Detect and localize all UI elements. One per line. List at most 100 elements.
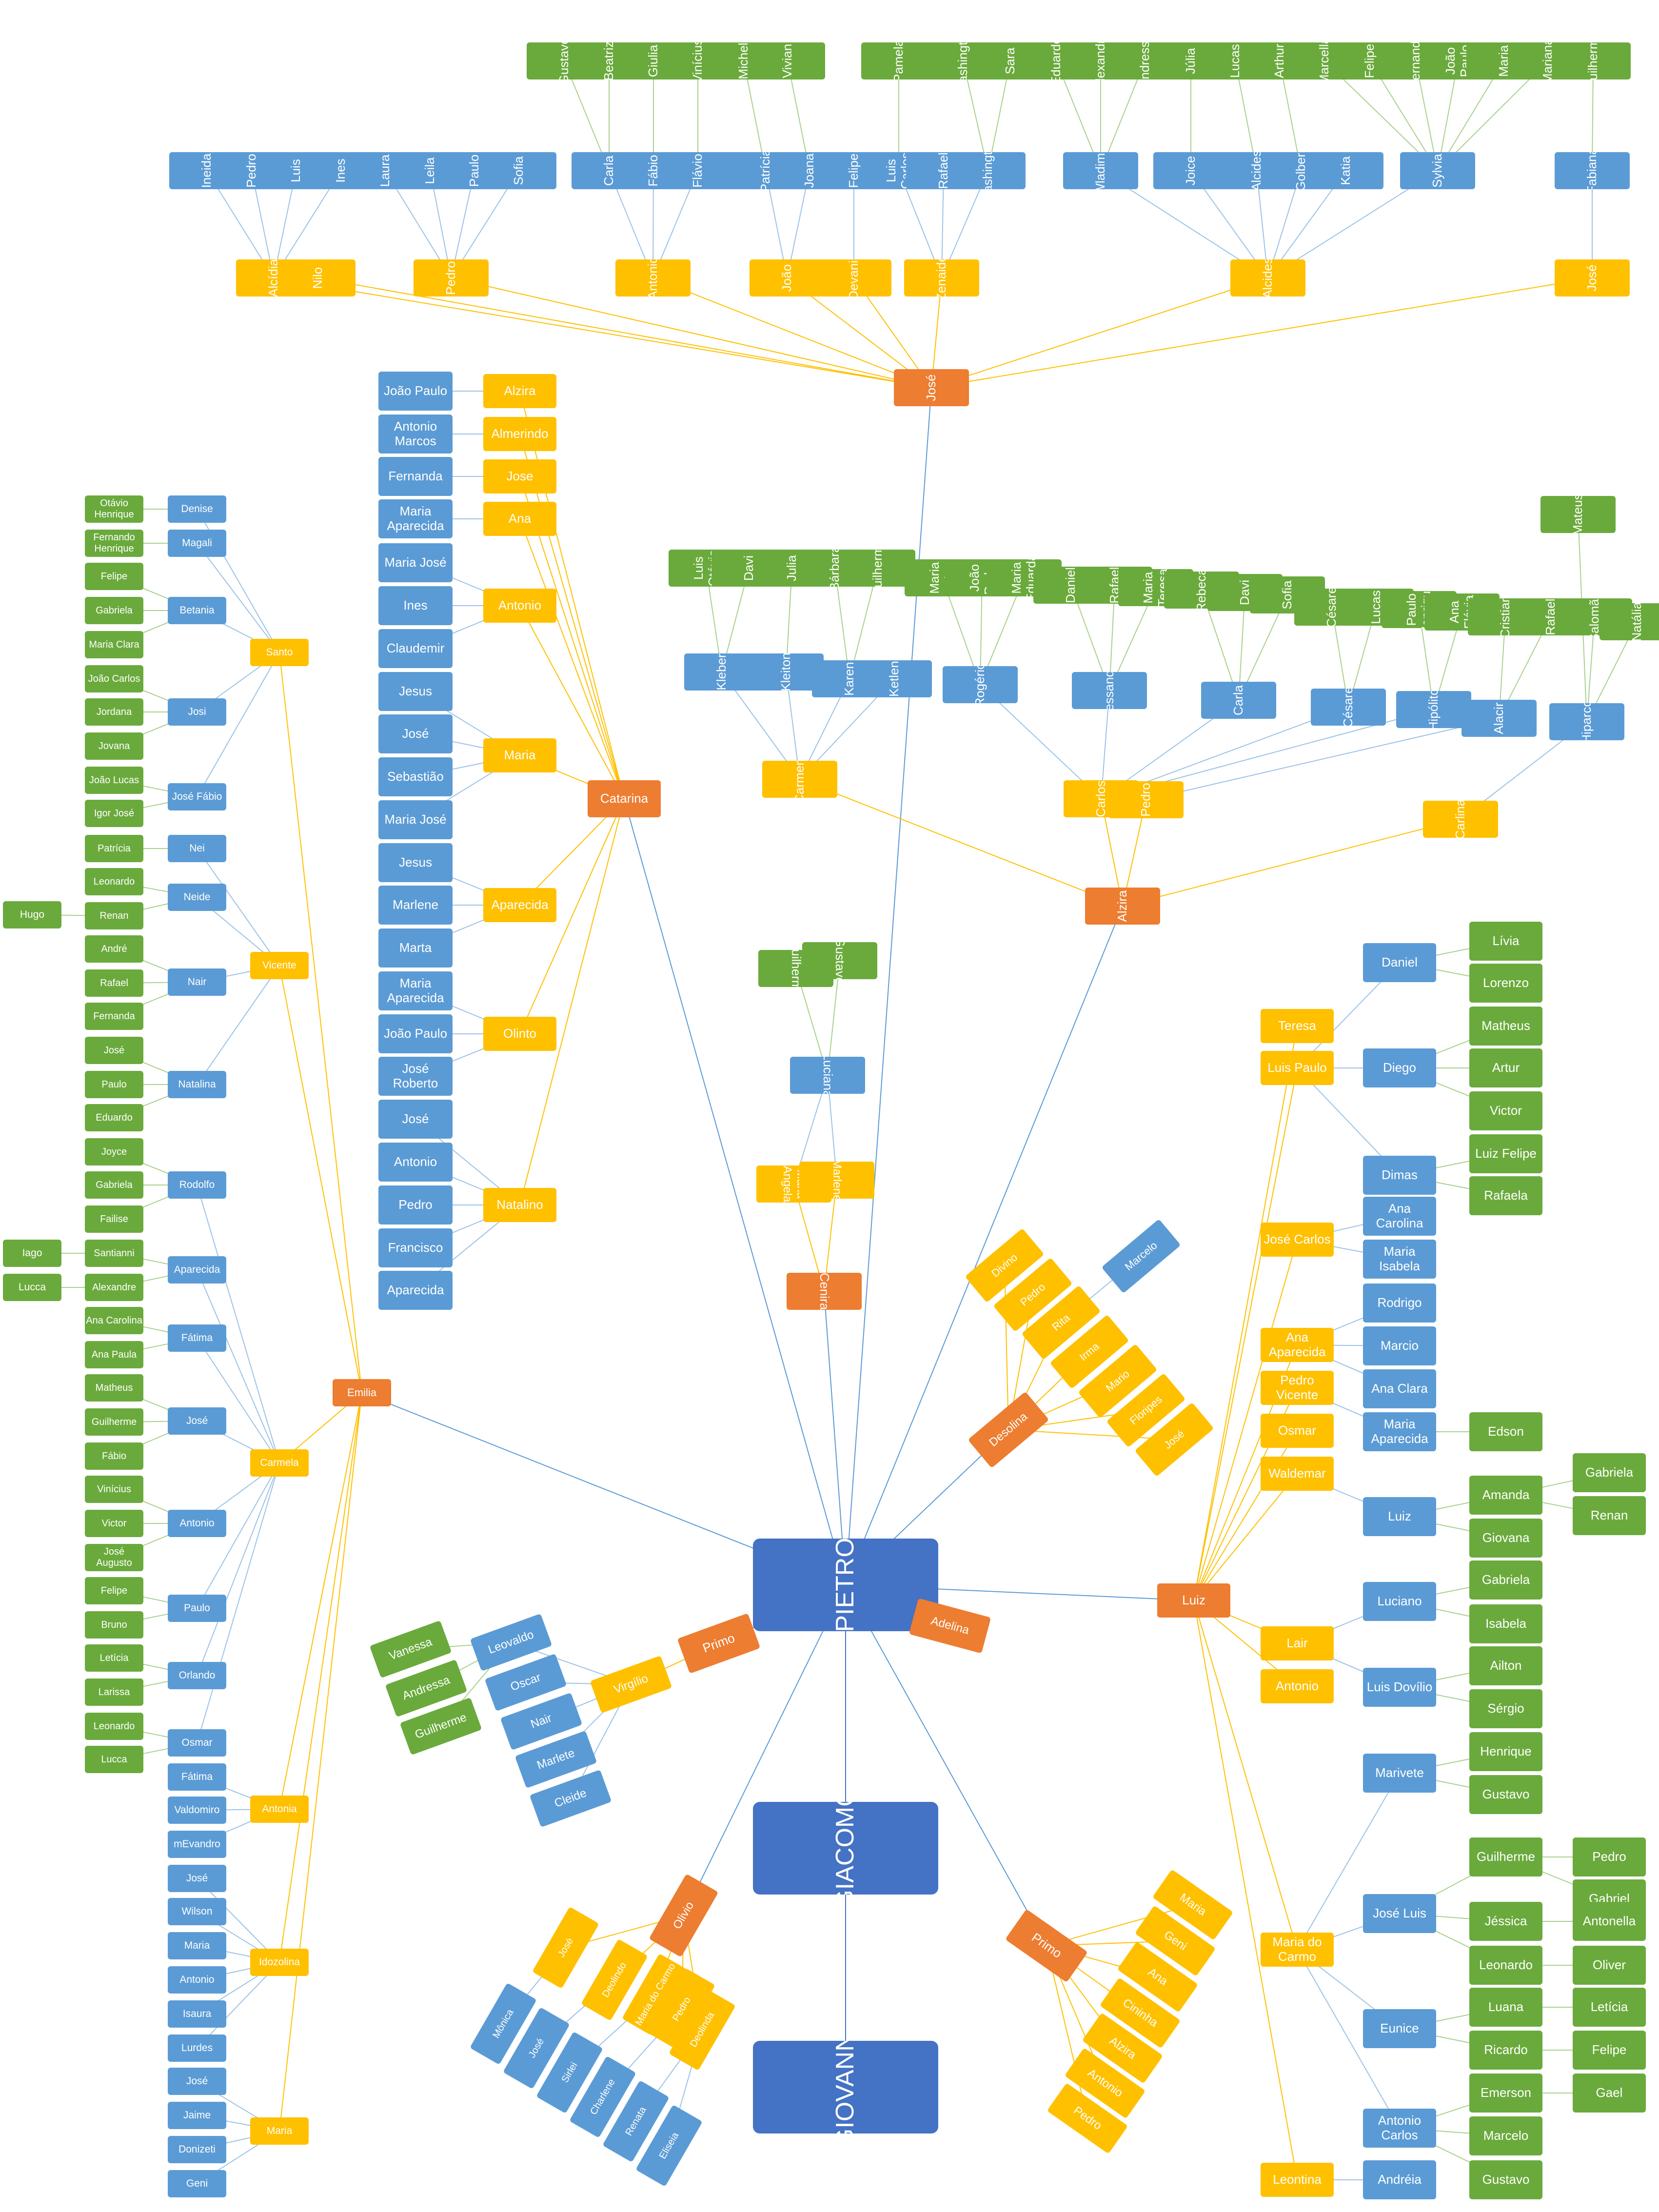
person-node-leonardo: Leonardo [1469, 1946, 1542, 1985]
person-node-leticia: Letícia [1573, 1988, 1646, 2027]
person-node-jose: José [378, 714, 453, 753]
person-node-maria-jose: Maria José [378, 543, 453, 582]
person-node-jose-luis: José Luis [1363, 1894, 1436, 1933]
person-node-carmem: Carmem [762, 761, 837, 798]
person-node-paulo: Paulo [85, 1071, 143, 1098]
person-node-luiz-felipe: Luiz Felipe [1469, 1134, 1542, 1173]
connector-line [519, 434, 625, 799]
person-node-natalino: Natalino [483, 1188, 556, 1222]
person-node-isabela: Isabela [1469, 1604, 1542, 1643]
connector-line [519, 798, 625, 1034]
connector-line [980, 684, 1102, 799]
person-node-felipe: Felipe [85, 563, 143, 590]
person-node-devanir: Devanir [816, 259, 891, 296]
person-node-otavio-henrique: Otávio Henrique [85, 495, 143, 523]
person-node-ana-carolina: Ana Carolina [1363, 1197, 1436, 1236]
person-node-gustavo: Gustavo [802, 942, 877, 979]
person-node-aparecida: Aparecida [378, 1271, 453, 1310]
person-node-jose: José [1555, 259, 1630, 296]
person-node-olivio: Olivio [649, 1874, 719, 1957]
person-node-pedro: Pedro [1573, 1837, 1646, 1876]
person-node-rafael: Rafael [85, 969, 143, 997]
connector-line [1004, 1265, 1009, 1430]
person-node-pietro: PIETRO [753, 1539, 938, 1631]
person-node-lorenzo: Lorenzo [1469, 964, 1542, 1003]
person-node-felipe: Felipe [1573, 2031, 1646, 2070]
person-node-jose: Jose [483, 459, 556, 494]
person-node-joao-lucas: João Lucas [85, 767, 143, 794]
person-node-gustavo: Gustavo [1469, 1775, 1542, 1814]
person-node-adelina: Adelina [908, 1598, 991, 1654]
person-node-jesus: Jesus [378, 672, 453, 711]
person-node-jose: José [168, 1865, 226, 1892]
person-node-fatima: Fátima [168, 1324, 226, 1352]
person-node-ana: Ana [483, 502, 556, 536]
person-node-maria: Maria [168, 1932, 226, 1959]
connector-line [624, 798, 846, 1585]
connector-line [1193, 1600, 1298, 2180]
person-node-joao-paulo: João Paulo [378, 372, 453, 411]
person-node-dimas: Dimas [1363, 1156, 1436, 1195]
person-node-catarina: Catarina [588, 780, 661, 817]
person-node-carlina: Carlina [1423, 801, 1498, 838]
person-node-ricardo: Ricardo [1469, 2031, 1542, 2070]
person-node-hipolito: Hipólito [1396, 691, 1471, 728]
person-node-jordana: Jordana [85, 698, 143, 726]
person-node-renan: Renan [85, 902, 143, 929]
person-node-renan: Renan [1573, 1496, 1646, 1535]
person-node-antonio-marcos: Antonio Marcos [378, 415, 453, 454]
person-node-alcides: Alcides [1230, 259, 1305, 296]
person-node-edson: Edson [1469, 1412, 1542, 1451]
person-node-daniel: Daniel [1363, 943, 1436, 982]
person-node-marcio: Marcio [1363, 1326, 1436, 1365]
person-node-mevandro: mEvandro [168, 1831, 226, 1858]
person-node-katia: Katia [1308, 152, 1383, 189]
person-node-virgilio: Virgílio [590, 1655, 672, 1714]
person-node-pedro: Pedro [378, 1185, 453, 1224]
connector-line [1122, 819, 1461, 907]
person-node-rodolfo: Rodolfo [168, 1171, 226, 1199]
person-node-vicente: Vicente [250, 952, 309, 979]
connector-line [827, 960, 840, 1076]
person-node-jessica: Jéssica [1469, 1902, 1542, 1941]
person-node-emilia: Emilia [333, 1379, 391, 1406]
person-node-ketlen: Ketlen [857, 660, 932, 697]
person-node-ana-paula: Ana Paula [85, 1341, 143, 1368]
connector-line [197, 1462, 280, 1609]
person-node-antonio: Antonio [168, 1510, 226, 1537]
connector-line [197, 1185, 280, 1463]
person-node-alzira: Alzira [483, 374, 556, 408]
person-node-nair: Nair [168, 968, 226, 996]
person-node-antonia: Antonia [250, 1796, 309, 1823]
connector-line [519, 605, 625, 799]
connector-line [931, 277, 1268, 388]
person-node-eunice: Eunice [1363, 2009, 1436, 2048]
person-node-vinicius: Vinícius [85, 1476, 143, 1503]
person-node-waldemar: Waldemar [1261, 1457, 1334, 1491]
person-node-desolina: Desolina [968, 1391, 1049, 1468]
connector-line [197, 1269, 280, 1463]
person-node-jose-augusto: José Augusto [85, 1544, 143, 1571]
connector-line [1046, 1904, 1193, 1946]
person-node-rafaela: Rafaela [1469, 1176, 1542, 1215]
person-node-oliver: Oliver [1573, 1946, 1646, 1985]
person-node-isaura: Isaura [168, 2000, 226, 2028]
person-node-nei: Nei [168, 835, 226, 862]
person-node-fabio: Fábio [85, 1442, 143, 1470]
connector-line [197, 1962, 280, 2049]
person-node-maria-aparecida: Maria Aparecida [378, 971, 453, 1010]
person-node-sofia: Sofia [481, 152, 556, 189]
person-node-artur: Artur [1469, 1048, 1542, 1087]
person-node-jose: José [168, 1407, 226, 1435]
person-node-lucca: Lucca [85, 1746, 143, 1773]
person-node-amanda: Amanda [1469, 1476, 1542, 1515]
connector-line [279, 965, 362, 1393]
person-node-luana: Luana [1469, 1988, 1542, 2027]
person-node-antonio: Antonio [483, 589, 556, 623]
person-node-jose: José [168, 2068, 226, 2095]
person-node-guilherme: Guilherme [1556, 42, 1631, 79]
connector-line [799, 779, 1123, 907]
person-node-francisco: Francisco [378, 1228, 453, 1267]
person-node-alessandra: Alessandra [1072, 672, 1147, 709]
connector-line [652, 277, 932, 388]
